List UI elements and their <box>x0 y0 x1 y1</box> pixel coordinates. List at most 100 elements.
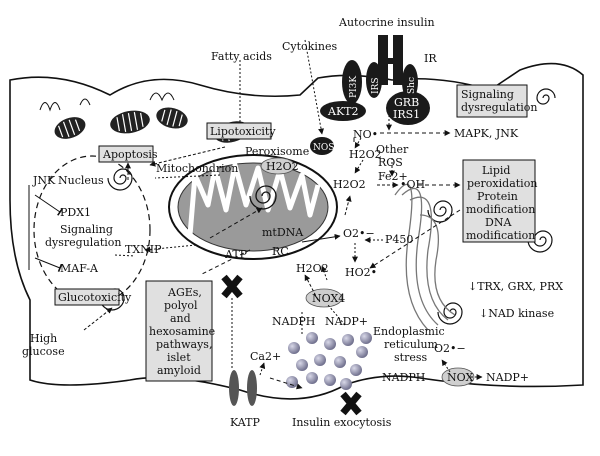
signaling-dysregulation-top-2: dysregulation <box>461 101 538 114</box>
insulin-granule <box>350 364 362 376</box>
cytokines-label: Cytokines <box>282 40 337 53</box>
nucleus-label: Nucleus <box>58 174 104 187</box>
endoplasmic-reticulum <box>394 183 456 331</box>
nadp-right-label: NADP+ <box>486 371 529 384</box>
ages-line-3: and <box>170 312 191 325</box>
insulin-granule <box>342 334 354 346</box>
cell-membrane <box>9 62 584 400</box>
insulin-granule <box>356 346 368 358</box>
glucotoxicity-box <box>54 288 120 306</box>
insulin-receptor <box>378 35 403 85</box>
katp-label: KATP <box>230 416 260 429</box>
ages-line-1: AGEs, <box>167 286 202 299</box>
oh-radical-label: •OH <box>400 178 425 191</box>
pi3k-label: PI3K <box>349 76 359 98</box>
glucotoxicity-label: Glucotoxicity <box>58 291 132 304</box>
insulin-granule <box>306 332 318 344</box>
superoxide-label: O2•− <box>343 227 375 240</box>
insulin-granules <box>286 332 372 390</box>
nadp-left-label: NADP+ <box>325 315 368 328</box>
signaling-complex <box>310 60 430 155</box>
irs-label: IRS <box>371 78 381 95</box>
insulin-exocytosis-label: Insulin exocytosis <box>292 416 392 429</box>
txnip-label: TXNIP <box>125 243 162 256</box>
er-stress-line-2: reticulum <box>384 338 439 351</box>
nox-ellipse <box>441 367 475 387</box>
apoptosis-label: Apoptosis <box>102 148 158 161</box>
ages-line-6: islet <box>167 351 191 364</box>
nadph-left-label: NADPH <box>272 315 315 328</box>
p450-label: P450 <box>385 233 413 246</box>
nox-label: NOX <box>447 371 473 384</box>
mitochondrion-label: Mitochondrion <box>156 162 238 175</box>
other-label: Other <box>376 143 409 156</box>
signaling-dysregulation-nucleus-2: dysregulation <box>45 236 122 249</box>
ca2-label: Ca2+ <box>250 350 281 363</box>
trx-grx-prx-label: ↓TRX, GRX, PRX <box>468 280 563 293</box>
ages-line-4: hexosamine <box>149 325 215 338</box>
nadph-right-label: NADPH <box>382 371 425 384</box>
nucleus-dna-spiral <box>107 168 133 191</box>
shc-label: Shc <box>407 77 417 94</box>
lipid-box-line-6: modification <box>466 229 535 242</box>
no-radical-label: NO• <box>353 128 378 141</box>
lipotoxicity-box <box>206 122 272 140</box>
pdx1-label: PDX1 <box>60 206 91 219</box>
nad-kinase-label: ↓NAD kinase <box>479 307 554 320</box>
ages-box <box>145 280 213 382</box>
mitochondrion <box>168 154 338 260</box>
lipid-box-line-2: peroxidation <box>467 177 537 190</box>
jnk-label: JNK <box>32 174 56 187</box>
lipotoxicity-label: Lipotoxicity <box>210 125 276 138</box>
fe2-label: Fe2+ <box>378 170 408 183</box>
grb-label: GRB <box>394 96 419 109</box>
mtdna-label: mtDNA <box>262 226 304 239</box>
insulin-granule <box>306 372 318 384</box>
insulin-granule <box>324 374 336 386</box>
high-glucose-line-2: glucose <box>22 345 65 358</box>
mtdna-spiral <box>249 185 277 210</box>
insulin-granule <box>340 378 352 390</box>
ros-label: ROS <box>378 156 403 169</box>
arrows <box>28 39 483 390</box>
atp-label: ATP <box>224 248 248 261</box>
signaling-dysregulation-box <box>456 84 528 118</box>
insulin-granule <box>360 332 372 344</box>
membrane-folds <box>39 92 175 112</box>
maf-a-label: MAF-A <box>60 262 99 275</box>
signaling-dysregulation-top-1: Signaling <box>461 88 514 101</box>
insulin-granule <box>296 359 308 371</box>
er-stress-line-1: Endoplasmic <box>373 325 445 338</box>
ages-line-5: pathways, <box>156 338 212 351</box>
rc-label: RC <box>272 245 289 258</box>
irs1-label: IRS1 <box>393 108 420 121</box>
katp-channel <box>229 370 257 406</box>
er-stress-line-3: stress <box>394 351 427 364</box>
apoptosis-box <box>98 145 154 163</box>
h2o2-top-label: H2O2 <box>349 148 382 161</box>
nox4-label: NOX4 <box>312 292 345 305</box>
high-glucose-line-1: High <box>30 332 57 345</box>
akt2-label: AKT2 <box>327 105 359 118</box>
fatty-acids-label: Fatty acids <box>211 50 272 63</box>
block-x-atp <box>221 274 243 299</box>
h2o2-left-label: H2O2 <box>296 262 329 275</box>
insulin-granule <box>324 338 336 350</box>
superoxide-er-label: O2•− <box>434 342 466 355</box>
insulin-granule <box>334 356 346 368</box>
nos-label: NOS <box>313 143 334 153</box>
signaling-dysregulation-nucleus-1: Signaling <box>60 223 113 236</box>
insulin-granule <box>288 342 300 354</box>
lipid-peroxidation-box <box>462 159 536 243</box>
ir-label: IR <box>424 52 437 65</box>
lipid-box-line-3: Protein <box>477 190 518 203</box>
ages-line-7: amyloid <box>157 364 201 377</box>
autocrine-insulin-label: Autocrine insulin <box>338 16 435 29</box>
insulin-granule <box>314 354 326 366</box>
insulin-granule <box>286 376 298 388</box>
lipid-box-line-4: modification <box>466 203 535 216</box>
peroxisome-label: Peroxisome <box>245 145 309 158</box>
h2o2-peroxisome-label: H2O2 <box>266 160 299 173</box>
